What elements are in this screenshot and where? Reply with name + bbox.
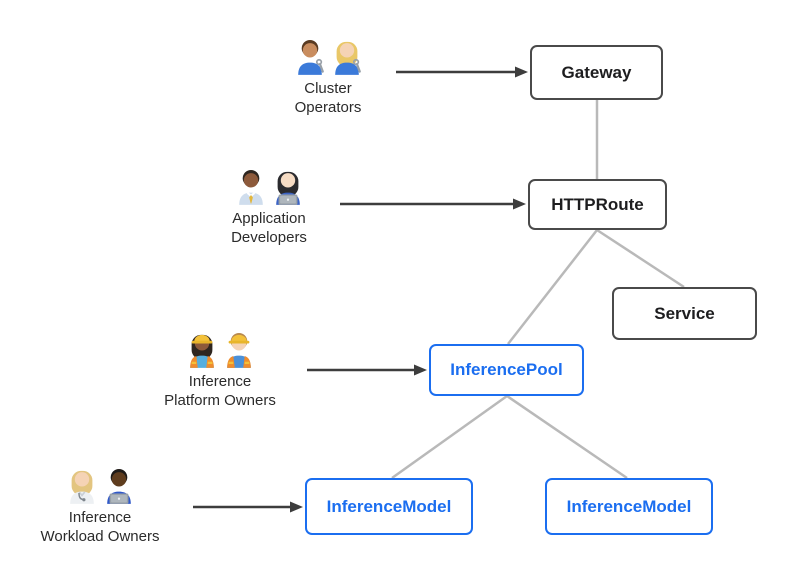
node-inferencepool: InferencePool: [429, 344, 584, 396]
inference-workload-owners-label: Inference Workload Owners: [41, 508, 160, 546]
node-inferencepool-label: InferencePool: [450, 360, 563, 379]
health-worker-emoji: [69, 470, 94, 504]
actor-cluster-operators: Cluster Operators: [238, 36, 418, 117]
actor-application-developers: Application Developers: [179, 166, 359, 247]
application-developers-people-icon: [234, 166, 305, 206]
node-httproute-label: HTTPRoute: [551, 194, 644, 214]
inference-platform-owners-people-icon: [185, 329, 256, 369]
actor-label-line: Developers: [231, 229, 307, 246]
woman-construction-worker-emoji: [189, 334, 214, 368]
actor-inference-workload-owners: Inference Workload Owners: [10, 465, 190, 546]
node-service-label: Service: [654, 303, 715, 323]
node-inferencemodel-2-label: InferenceModel: [566, 496, 692, 516]
actor-label-line: Inference: [68, 509, 132, 526]
actor-label-line: Platform Owners: [164, 392, 276, 409]
man-office-worker-emoji: [238, 169, 263, 205]
node-inferencemodel-1-label: InferenceModel: [326, 496, 452, 516]
node-service: Service: [612, 287, 757, 340]
actor-label-line: Inference: [188, 373, 252, 390]
actor-inference-platform-owners: Inference Platform Owners: [130, 329, 310, 410]
inference-workload-owners-people-icon: [65, 465, 136, 505]
actor-label-line: Workload Owners: [40, 528, 160, 545]
actor-label-line: Cluster: [304, 80, 352, 97]
edge-httproute-to-inferencepool: [507, 229, 598, 345]
woman-technologist-emoji: [275, 171, 300, 205]
inference-platform-owners-label: Inference Platform Owners: [164, 372, 276, 410]
arrow-application-developers-to-httproute: [340, 198, 526, 210]
node-inferencemodel-2: InferenceModel: [545, 478, 713, 535]
arrow-inference-platform-owners-to-inferencepool: [307, 364, 427, 376]
actor-label-line: Application: [232, 210, 306, 227]
node-gateway: Gateway: [530, 45, 663, 100]
edge-inferencepool-to-inferencemodel-2: [506, 394, 628, 480]
arrow-cluster-operators-to-gateway: [396, 66, 528, 78]
node-httproute: HTTPRoute: [528, 179, 667, 230]
man-construction-worker-emoji: [226, 332, 251, 368]
edge-httproute-to-service: [596, 228, 685, 289]
man-mechanic-emoji: [297, 39, 324, 75]
node-gateway-label: Gateway: [561, 62, 632, 82]
edge-inferencepool-to-inferencemodel-1: [391, 394, 508, 480]
cluster-operators-label: Cluster Operators: [295, 79, 362, 117]
man-technologist-emoji: [106, 468, 131, 504]
woman-mechanic-emoji: [334, 41, 361, 75]
node-inferencemodel-1: InferenceModel: [305, 478, 473, 535]
arrow-inference-workload-owners-to-inferencemodel: [193, 501, 303, 513]
actor-label-line: Operators: [294, 99, 362, 116]
cluster-operators-people-icon: [293, 36, 364, 76]
application-developers-label: Application Developers: [231, 209, 307, 247]
